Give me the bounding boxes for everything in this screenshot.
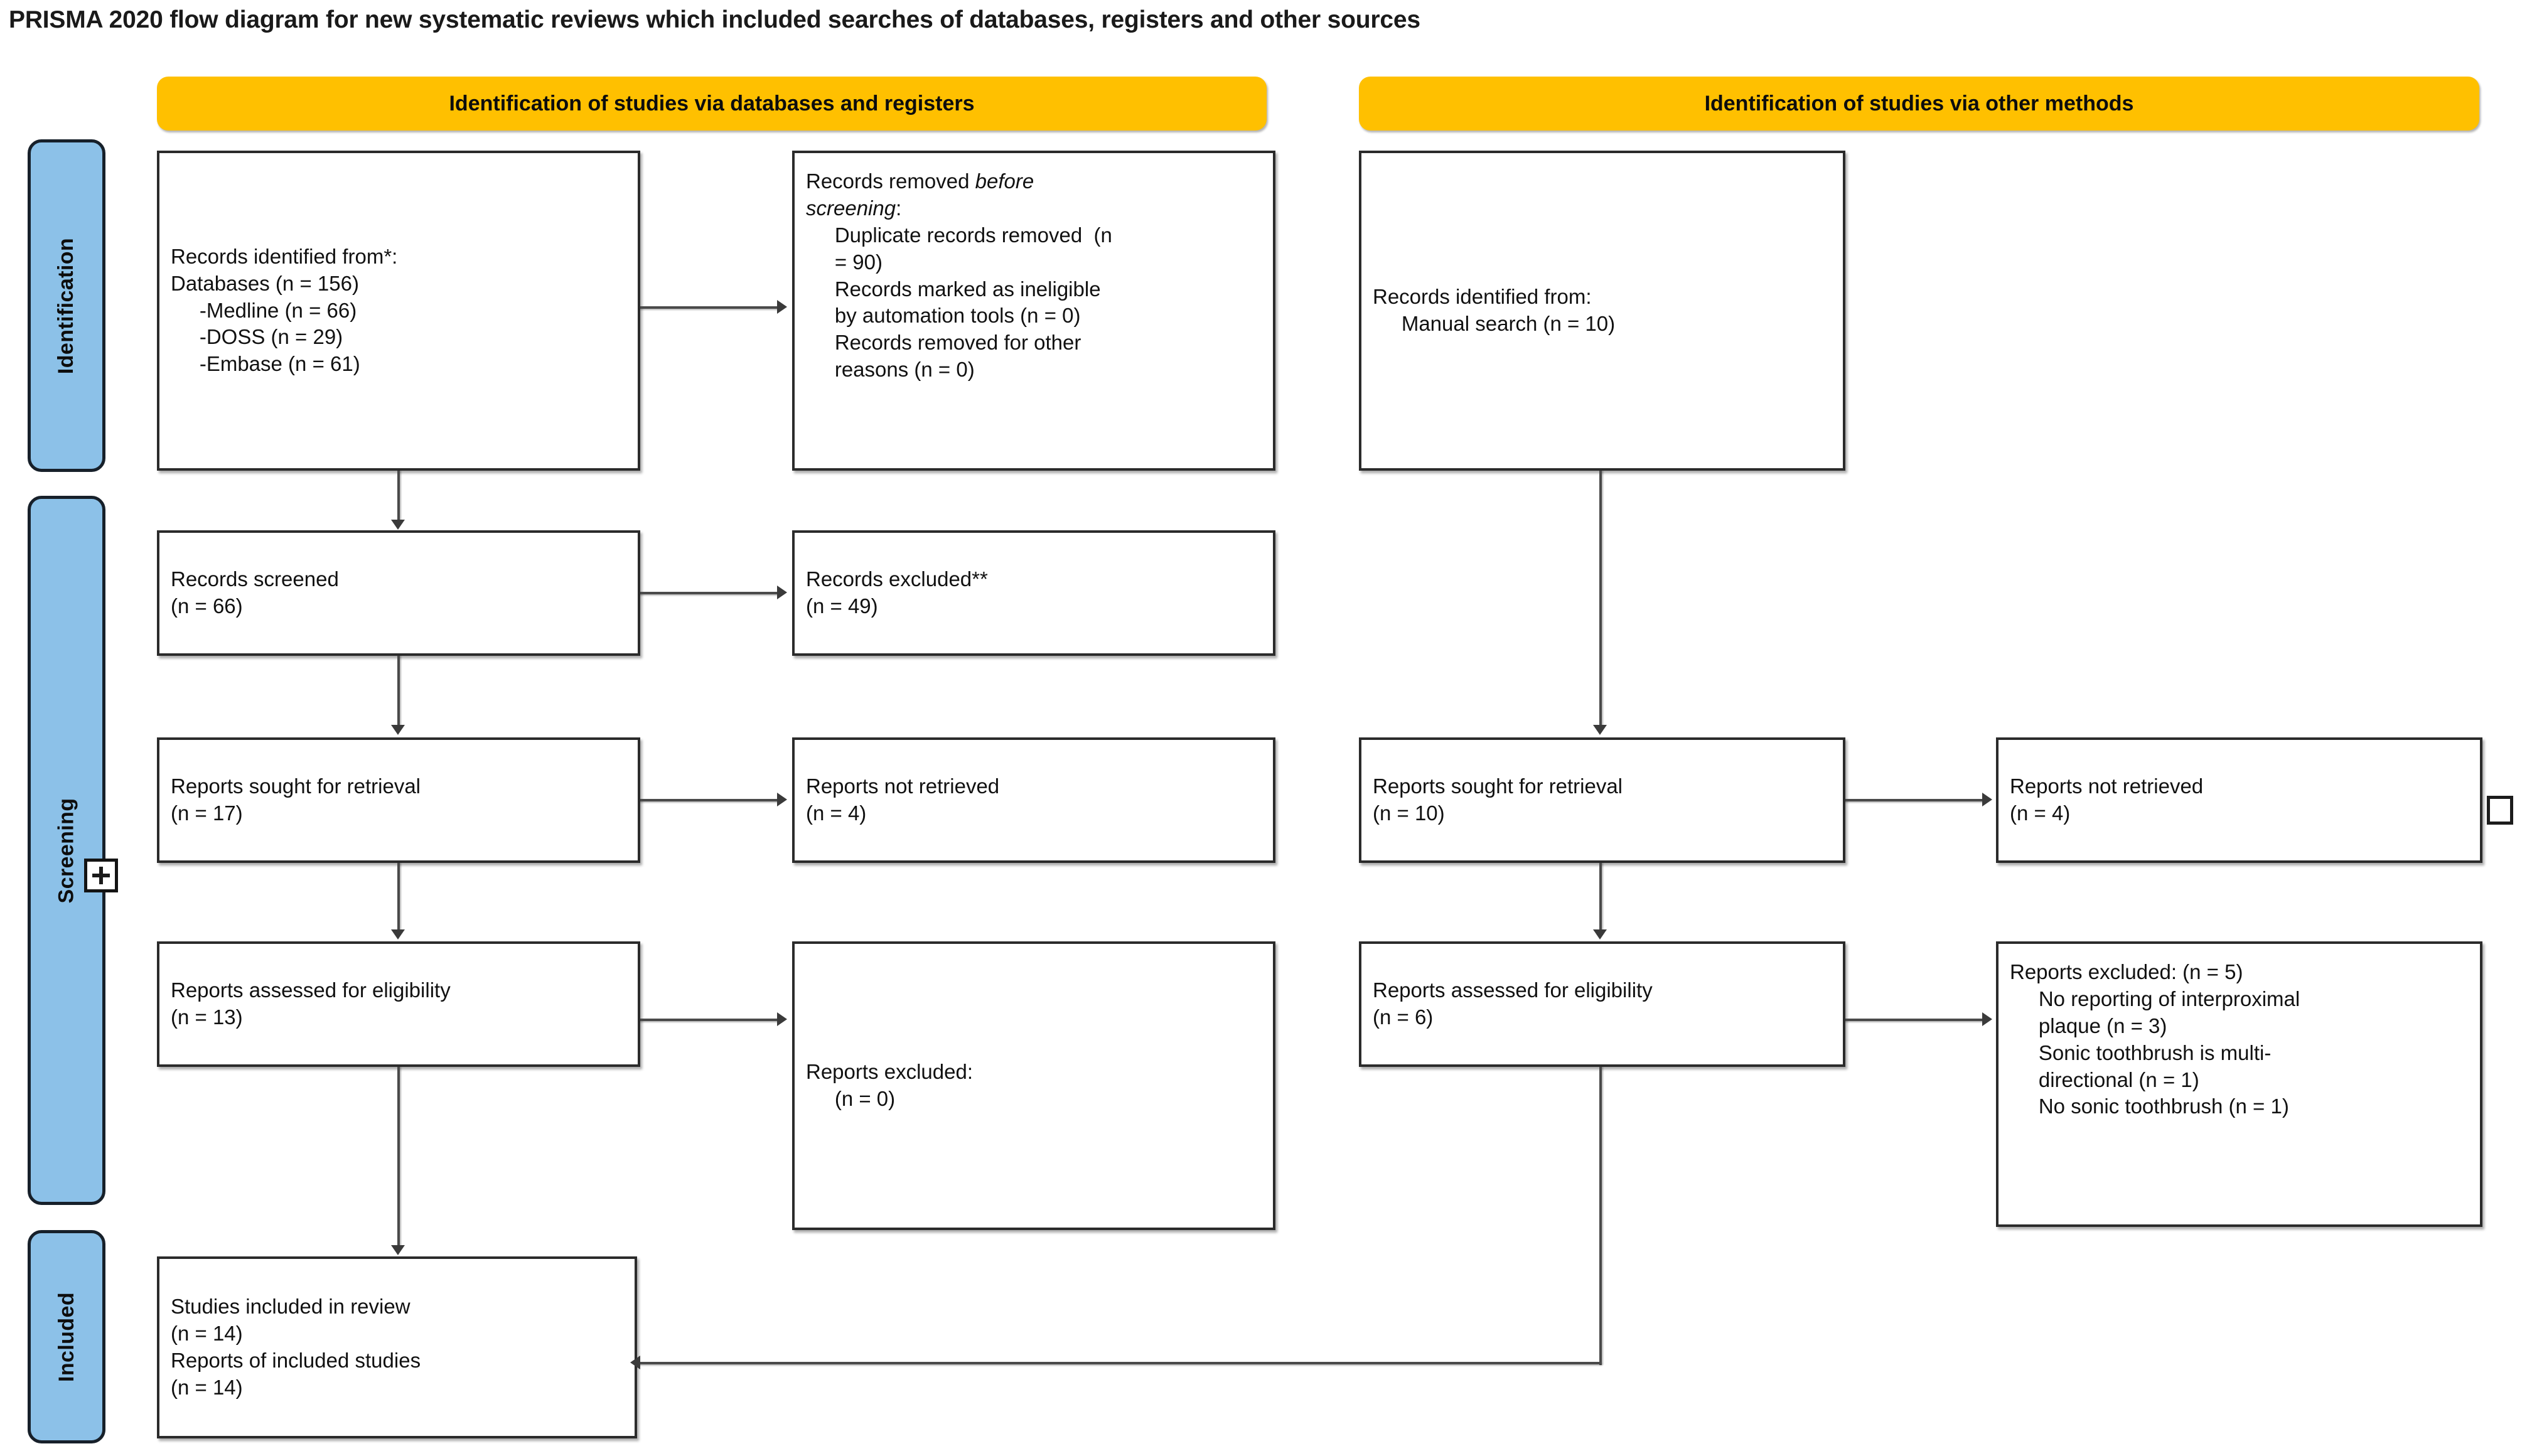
box-records-identified-other: Records identified from: Manual search (… bbox=[1359, 151, 1845, 471]
phase-bar-screening: Screening bbox=[28, 496, 105, 1205]
records-removed-colon: : bbox=[896, 196, 902, 220]
connector-other-sought-to-assessed bbox=[1599, 863, 1602, 931]
plus-vertical-bar bbox=[99, 866, 104, 885]
box-records-identified-databases-text: Records identified from*: Databases (n =… bbox=[171, 244, 398, 376]
header-bar-other-methods: Identification of studies via other meth… bbox=[1359, 77, 2479, 131]
phase-bar-identification: Identification bbox=[28, 139, 105, 472]
header-bar-databases-registers: Identification of studies via databases … bbox=[157, 77, 1267, 131]
box-reports-excluded-other-text: Reports excluded: (n = 5) No reporting o… bbox=[2010, 960, 2300, 1118]
connector-other-assessed-to-excluded bbox=[1845, 1019, 1985, 1021]
empty-square-icon bbox=[2487, 796, 2513, 825]
box-reports-not-retrieved-other-text: Reports not retrieved (n = 4) bbox=[2010, 774, 2204, 825]
box-studies-included-text: Studies included in review (n = 14) Repo… bbox=[171, 1295, 421, 1399]
box-reports-excluded-databases: Reports excluded: (n = 0) bbox=[792, 941, 1275, 1230]
box-records-removed-text: Records removed before screening: Duplic… bbox=[795, 153, 1122, 383]
box-reports-sought-databases-text: Reports sought for retrieval (n = 17) bbox=[171, 774, 421, 825]
arrowhead-other-identified-to-sought bbox=[1593, 725, 1607, 735]
arrowhead-sought-to-not-retrieved bbox=[777, 793, 787, 806]
arrowhead-assessed-to-excluded bbox=[777, 1012, 787, 1026]
records-removed-italic-before: before bbox=[975, 169, 1034, 193]
connector-screened-to-sought bbox=[397, 656, 400, 726]
arrowhead-screened-to-sought bbox=[391, 725, 405, 735]
box-reports-excluded-other: Reports excluded: (n = 5) No reporting o… bbox=[1996, 941, 2482, 1227]
page-title: PRISMA 2020 flow diagram for new systema… bbox=[9, 6, 1420, 33]
phase-label-identification: Identification bbox=[54, 237, 78, 374]
box-records-identified-other-text: Records identified from: Manual search (… bbox=[1373, 285, 1616, 335]
box-records-removed-before-screening: Records removed before screening: Duplic… bbox=[792, 151, 1275, 471]
connector-other-identified-to-sought bbox=[1599, 471, 1602, 727]
connector-assessed-to-excluded bbox=[640, 1019, 780, 1021]
records-removed-details: Duplicate records removed (n = 90) Recor… bbox=[834, 223, 1112, 382]
box-reports-sought-databases: Reports sought for retrieval (n = 17) bbox=[157, 737, 640, 863]
box-reports-assessed-other-text: Reports assessed for eligibility (n = 6) bbox=[1373, 978, 1653, 1029]
box-reports-assessed-databases-text: Reports assessed for eligibility (n = 13… bbox=[171, 978, 451, 1029]
connector-identified-to-screened bbox=[397, 471, 400, 521]
connector-screened-to-excluded bbox=[640, 592, 780, 594]
connector-sought-to-not-retrieved bbox=[640, 799, 780, 801]
phase-label-screening: Screening bbox=[54, 798, 78, 903]
arrowhead-other-sought-to-not-retrieved bbox=[1982, 793, 1992, 806]
box-records-identified-databases: Records identified from*: Databases (n =… bbox=[157, 151, 640, 471]
records-removed-italic-screening: screening bbox=[806, 196, 896, 220]
box-reports-sought-other: Reports sought for retrieval (n = 10) bbox=[1359, 737, 1845, 863]
connector-other-sought-to-not-retrieved bbox=[1845, 799, 1985, 801]
header-label-other-methods: Identification of studies via other meth… bbox=[1704, 91, 2134, 115]
connector-other-to-studies-included bbox=[636, 1362, 1602, 1364]
phase-bar-included: Included bbox=[28, 1230, 105, 1443]
arrowhead-screened-to-excluded bbox=[777, 586, 787, 599]
phase-label-included: Included bbox=[54, 1292, 78, 1382]
box-records-screened: Records screened (n = 66) bbox=[157, 530, 640, 656]
box-reports-excluded-databases-text: Reports excluded: (n = 0) bbox=[806, 1060, 973, 1110]
box-reports-not-retrieved-databases: Reports not retrieved (n = 4) bbox=[792, 737, 1275, 863]
expand-plus-icon[interactable] bbox=[84, 859, 118, 892]
connector-identified-to-removed bbox=[640, 306, 780, 309]
box-records-excluded-text: Records excluded** (n = 49) bbox=[806, 567, 988, 618]
arrowhead-other-to-studies-included bbox=[630, 1356, 640, 1369]
box-reports-not-retrieved-other: Reports not retrieved (n = 4) bbox=[1996, 737, 2482, 863]
box-reports-sought-other-text: Reports sought for retrieval (n = 10) bbox=[1373, 774, 1623, 825]
arrowhead-other-sought-to-assessed bbox=[1593, 929, 1607, 939]
connector-other-assessed-down bbox=[1599, 1067, 1602, 1365]
box-studies-included: Studies included in review (n = 14) Repo… bbox=[157, 1256, 637, 1438]
connector-sought-to-assessed bbox=[397, 863, 400, 931]
box-reports-assessed-databases: Reports assessed for eligibility (n = 13… bbox=[157, 941, 640, 1067]
arrowhead-identified-to-screened bbox=[391, 520, 405, 530]
box-reports-not-retrieved-databases-text: Reports not retrieved (n = 4) bbox=[806, 774, 1000, 825]
arrowhead-other-assessed-to-excluded bbox=[1982, 1012, 1992, 1026]
box-records-excluded: Records excluded** (n = 49) bbox=[792, 530, 1275, 656]
connector-assessed-to-included bbox=[397, 1067, 400, 1246]
arrowhead-assessed-to-included bbox=[391, 1245, 405, 1255]
arrowhead-identified-to-removed bbox=[777, 300, 787, 314]
box-reports-assessed-other: Reports assessed for eligibility (n = 6) bbox=[1359, 941, 1845, 1067]
box-records-screened-text: Records screened (n = 66) bbox=[171, 567, 339, 618]
header-label-databases-registers: Identification of studies via databases … bbox=[449, 91, 975, 115]
arrowhead-sought-to-assessed bbox=[391, 929, 405, 939]
records-removed-lead: Records removed bbox=[806, 169, 975, 193]
